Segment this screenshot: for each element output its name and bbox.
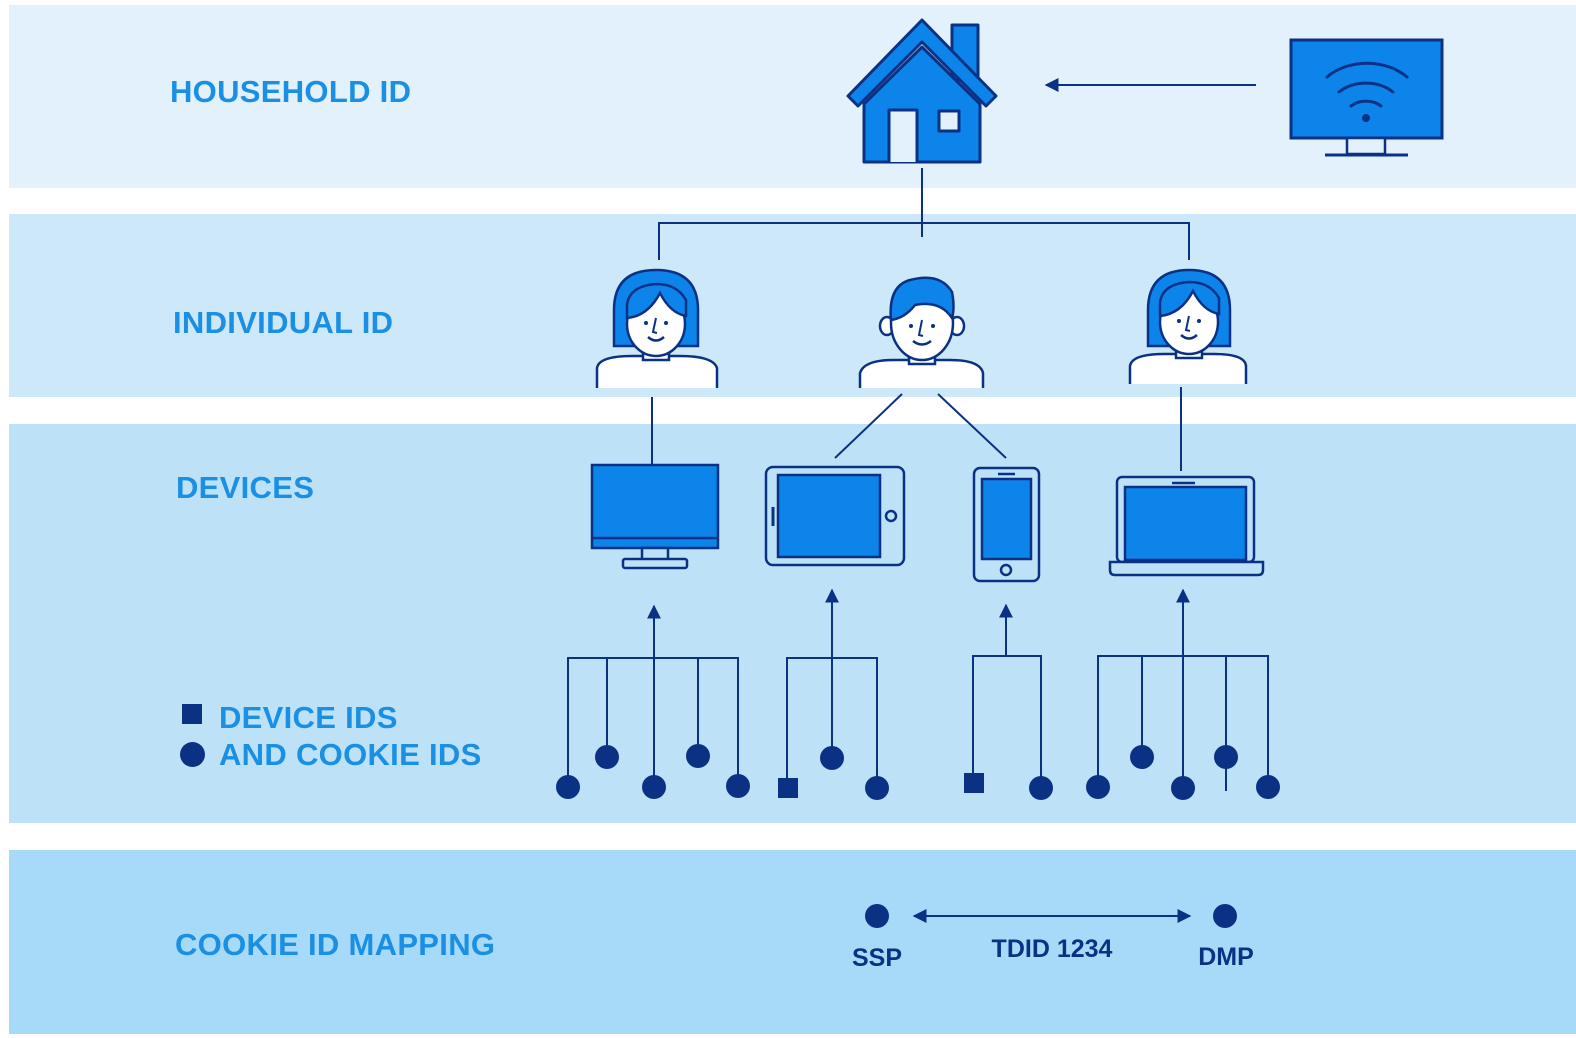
cookie-id-node: [595, 745, 619, 769]
household-connector: [658, 168, 1190, 260]
person-device-connectors: [651, 387, 1182, 471]
tablet-icon: [764, 465, 906, 567]
cookie-id-node: [686, 744, 710, 768]
cookie-id-node: [726, 774, 750, 798]
cookie-id-node: [556, 775, 580, 799]
individual-id-label: INDIVIDUAL ID: [173, 305, 394, 340]
ssp-node: [865, 904, 889, 928]
smartphone-icon: [972, 466, 1041, 583]
cookie-id-node: [1256, 775, 1280, 799]
device-id-node: [964, 773, 984, 793]
house-icon: [846, 18, 998, 164]
cookie-id-dot-icon: [180, 742, 205, 767]
desktop-monitor-icon: [590, 463, 720, 570]
man-icon: [858, 276, 985, 388]
cookie-id-node: [642, 775, 666, 799]
device-id-trees: [567, 588, 1269, 791]
device-id-square-icon: [182, 704, 202, 724]
laptop-icon: [1108, 475, 1265, 577]
cookie-ids-label: AND COOKIE IDS: [219, 737, 482, 772]
tdid-label: TDID 1234: [992, 935, 1113, 963]
household-id-label: HOUSEHOLD ID: [170, 74, 412, 109]
cookie-id-node: [1086, 775, 1110, 799]
cookie-id-node: [1214, 745, 1238, 769]
ssp-label: SSP: [852, 944, 902, 972]
cookie-id-node: [1130, 745, 1154, 769]
cookie-id-node: [820, 746, 844, 770]
devices-label: DEVICES: [176, 470, 315, 505]
cookie-mapping-diagram: SSP TDID 1234 DMP: [852, 904, 1254, 972]
cookie-id-node: [1029, 776, 1053, 800]
dmp-label: DMP: [1198, 943, 1254, 971]
individual-band: [9, 214, 1576, 397]
cookie-id-node: [1171, 776, 1195, 800]
device-ids-label: DEVICE IDS: [219, 700, 398, 735]
id-nodes: [556, 744, 1280, 800]
cookie-id-node: [865, 776, 889, 800]
cookie-mapping-band: [9, 850, 1576, 1034]
device-id-node: [778, 778, 798, 798]
connected-tv-icon: [1289, 38, 1444, 157]
cookie-id-mapping-label: COOKIE ID MAPPING: [175, 927, 496, 962]
woman-icon: [1128, 268, 1248, 384]
dmp-node: [1213, 904, 1237, 928]
woman-icon: [595, 268, 719, 388]
